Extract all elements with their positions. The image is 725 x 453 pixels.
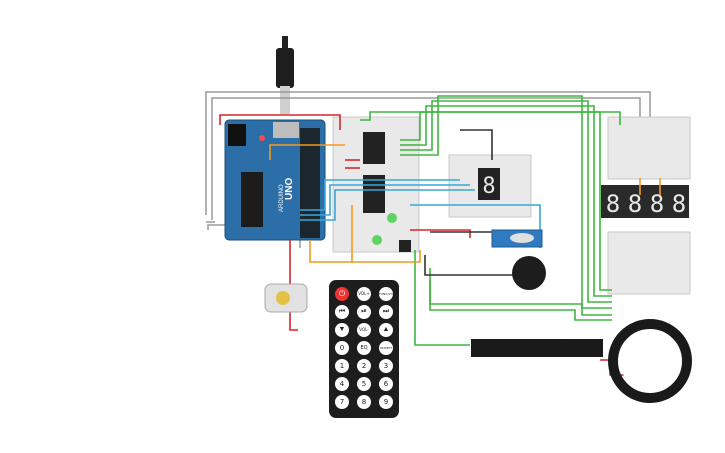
remote-five-button[interactable]: 5 [357, 377, 371, 391]
remote-two-button[interactable]: 2 [357, 359, 371, 373]
seven-segment-digit: 8 [482, 174, 495, 199]
servo-motor[interactable] [491, 229, 543, 248]
remote-next-button[interactable]: ⏭ [379, 305, 393, 319]
quad-digit-3: 8 [650, 190, 664, 218]
green-led-2 [372, 235, 382, 245]
remote-four-button[interactable]: 4 [335, 377, 349, 391]
quad-digit-1: 8 [606, 190, 620, 218]
remote-play-pause-button[interactable]: ⏯ [357, 305, 371, 319]
right-bottom-breadboard[interactable] [607, 231, 691, 295]
arduino-brand-label: UNO [284, 178, 295, 200]
remote-power-button[interactable]: ⏻ [335, 287, 349, 301]
arduino-uno-board[interactable]: UNO ARDUINO [224, 119, 326, 241]
remote-down-button[interactable]: ▼ [335, 323, 349, 337]
quad-digit-2: 8 [628, 190, 642, 218]
neopixel-led-ring[interactable] [608, 319, 692, 403]
remote-vol-up-button[interactable]: VOL+ [357, 287, 371, 301]
remote-func-stop-button[interactable]: FUNC/STOP [379, 287, 396, 301]
piezo-buzzer[interactable] [512, 256, 546, 290]
neopixel-led-strip[interactable] [471, 339, 603, 357]
remote-eight-button[interactable]: 8 [357, 395, 371, 409]
remote-button-grid: ⏻ VOL+ FUNC/STOP ⏮ ⏯ ⏭ ▼ VOL- ▲ 0 EQ ST/… [333, 287, 396, 412]
ic-chip-shift-register-1 [363, 132, 385, 164]
quad-seven-segment-display[interactable]: 8 8 8 8 [601, 185, 689, 218]
remote-st-rept-button[interactable]: ST/REPT [379, 341, 393, 355]
remote-prev-button[interactable]: ⏮ [335, 305, 349, 319]
remote-nine-button[interactable]: 9 [379, 395, 393, 409]
orange-wire-bundle [269, 144, 661, 263]
quad-digit-4: 8 [672, 190, 686, 218]
remote-six-button[interactable]: 6 [379, 377, 393, 391]
remote-up-button[interactable]: ▲ [379, 323, 393, 337]
ir-receiver [399, 240, 411, 252]
remote-vol-down-button[interactable]: VOL- [357, 323, 371, 337]
small-breadboard[interactable]: 8 [448, 154, 532, 218]
dc-motor[interactable] [264, 283, 308, 313]
usb-cable [276, 36, 294, 114]
right-top-breadboard[interactable] [607, 116, 691, 180]
remote-zero-button[interactable]: 0 [335, 341, 349, 355]
green-wire-bundle [360, 95, 621, 346]
arduino-name-label: ARDUINO [279, 184, 285, 212]
seven-segment-display [478, 168, 500, 200]
green-led-1 [387, 213, 397, 223]
remote-three-button[interactable]: 3 [379, 359, 393, 373]
remote-seven-button[interactable]: 7 [335, 395, 349, 409]
remote-eq-button[interactable]: EQ [357, 341, 371, 355]
remote-one-button[interactable]: 1 [335, 359, 349, 373]
